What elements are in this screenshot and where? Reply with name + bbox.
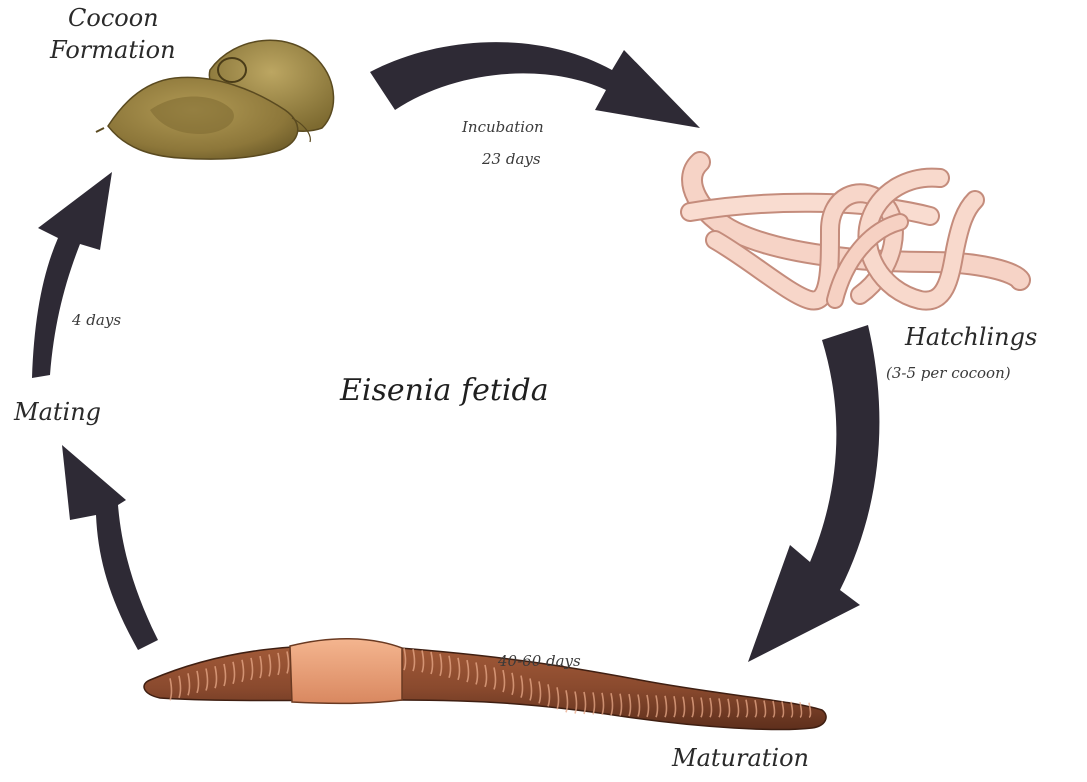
- adult-worm-illustration: [144, 639, 826, 730]
- hatchlings-label: Hatchlings: [904, 323, 1037, 351]
- arrow-to-mating: [62, 445, 158, 650]
- maturation-duration: 40-60 days: [497, 652, 581, 670]
- incubation-duration: 23 days: [481, 150, 541, 168]
- cocoon-label-line1: Cocoon: [68, 4, 159, 32]
- arrow-to-cocoon: [32, 172, 112, 378]
- mating-label: Mating: [13, 398, 101, 426]
- cocoon-label-line2: Formation: [49, 36, 176, 64]
- arrow-incubation: [370, 42, 700, 128]
- arrow-maturation: [748, 325, 879, 662]
- diagram-title: Eisenia fetida: [339, 373, 549, 408]
- mating-duration: 4 days: [71, 311, 121, 329]
- hatchlings-illustration: [690, 162, 1020, 301]
- incubation-label: Incubation: [461, 118, 544, 136]
- maturation-label: Maturation: [671, 744, 809, 772]
- hatchlings-note: (3-5 per cocoon): [886, 364, 1011, 382]
